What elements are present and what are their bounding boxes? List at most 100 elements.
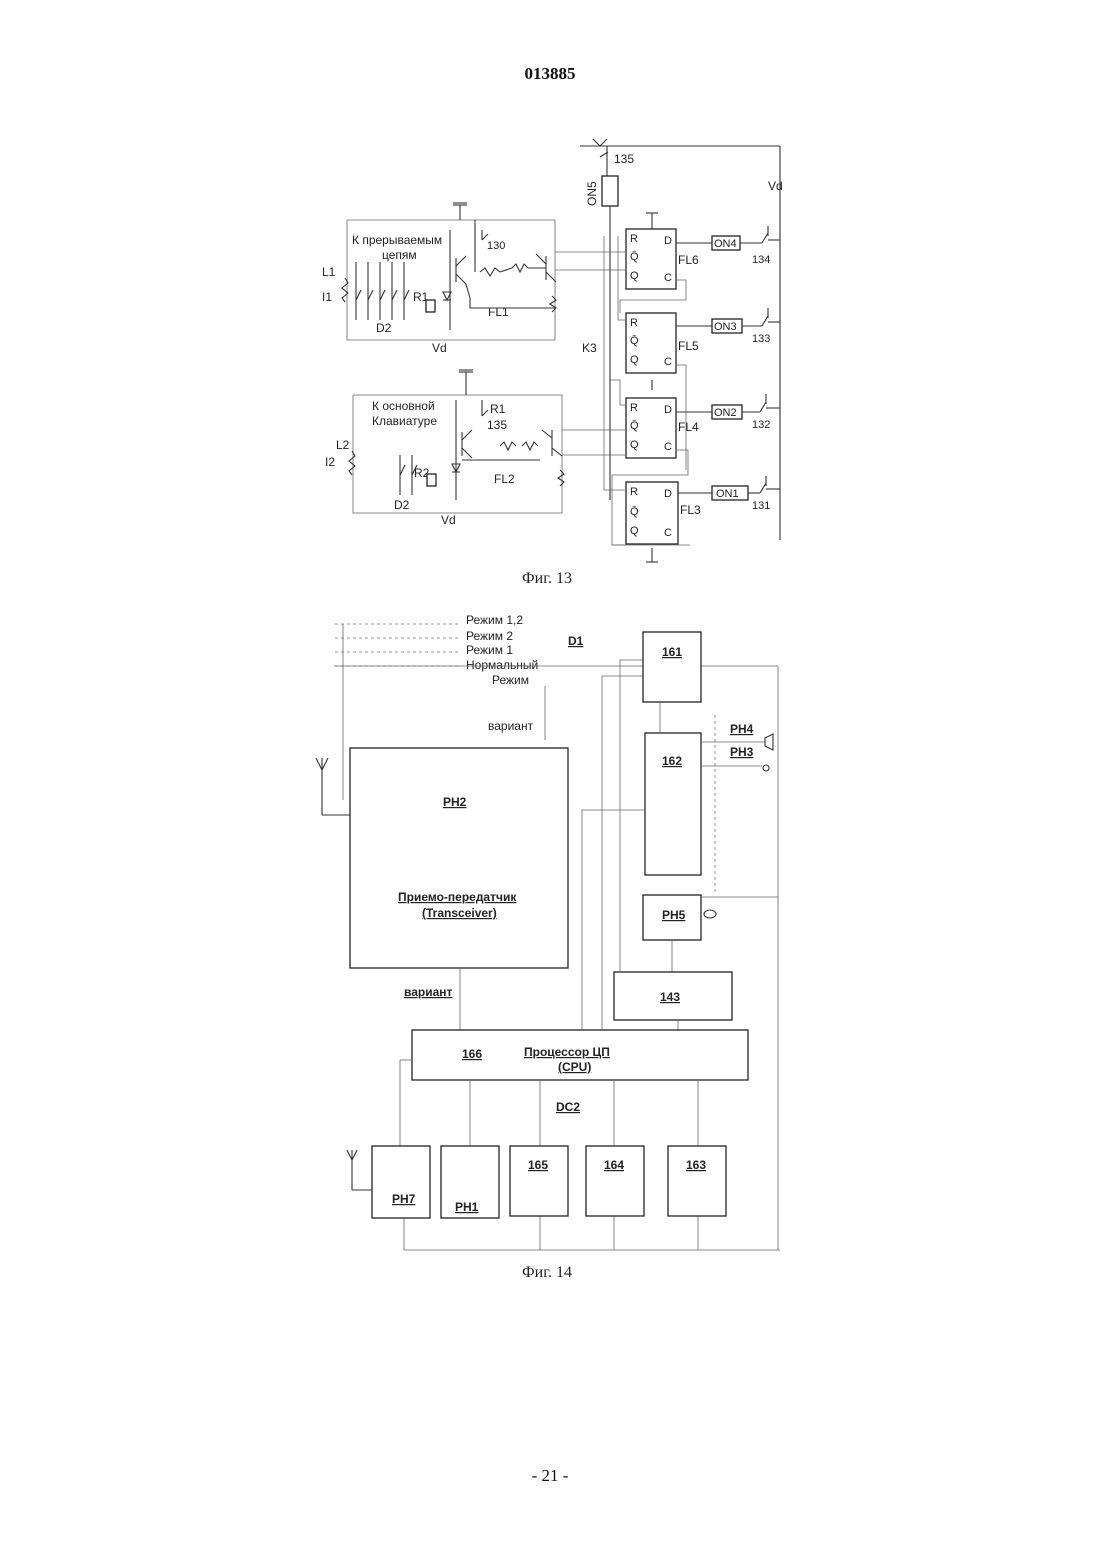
mode-label-3: Режим 1 bbox=[466, 643, 513, 657]
ff4-name: FL4 bbox=[678, 420, 699, 434]
transceiver-block: PH2 Приемо-передатчик (Transceiver) bbox=[350, 748, 568, 968]
cpu-block: 166 Процессор ЦП (CPU) bbox=[412, 1030, 748, 1080]
ff3-pin-qbar: Q̄ bbox=[630, 505, 639, 518]
block1-L-label: L1 bbox=[322, 265, 336, 279]
ph4-ph3-connectors: PH4 PH3 bbox=[701, 715, 773, 895]
ff6-pin-d: D bbox=[664, 235, 672, 247]
block1-D-label: D2 bbox=[376, 321, 392, 335]
ff6-pin-r: R bbox=[630, 233, 638, 245]
ff4-pin-d: D bbox=[664, 404, 672, 416]
ph7-label: PH7 bbox=[392, 1192, 416, 1206]
circuit-block-fl1: К прерываемым цепям L1 I1 R1 D2 FL1 Vd 1… bbox=[322, 203, 556, 355]
block1-title-line2: цепям bbox=[382, 248, 417, 262]
figure-13: К прерываемым цепям L1 I1 R1 D2 FL1 Vd 1… bbox=[322, 139, 783, 587]
block-ph1: PH1 bbox=[441, 1146, 499, 1218]
ff6-switch-label: 134 bbox=[752, 254, 770, 266]
block-162-label: 162 bbox=[662, 754, 682, 768]
top-switch-label: 135 bbox=[614, 152, 634, 166]
ff4-pin-r: R bbox=[630, 402, 638, 414]
flipflop-fl4: R D Q̄ Q C FL4 ON2 132 bbox=[626, 394, 780, 458]
block-164: 164 bbox=[586, 1146, 644, 1216]
bus-dc2-label: DC2 bbox=[556, 1100, 580, 1114]
block2-title-line1: К основной bbox=[372, 399, 435, 413]
mode-label-4: Нормальный bbox=[466, 658, 538, 672]
block-164-label: 164 bbox=[604, 1158, 624, 1172]
ph4-label: PH4 bbox=[730, 722, 754, 736]
block2-Vd-label: Vd bbox=[441, 513, 456, 527]
block-163: 163 bbox=[668, 1146, 726, 1216]
cpu-line2: (CPU) bbox=[558, 1060, 591, 1074]
block2-FL-label: FL2 bbox=[494, 472, 515, 486]
bus-d1-label: D1 bbox=[568, 634, 584, 648]
top-relay-label: ON5 bbox=[585, 181, 599, 206]
ff4-pin-q: Q bbox=[630, 439, 639, 451]
block2-title-line2: Клавиатуре bbox=[372, 414, 437, 428]
block-165: 165 bbox=[510, 1146, 568, 1216]
block2-Rtop-label: R1 bbox=[490, 402, 506, 416]
ff6-pin-qbar: Q̄ bbox=[630, 250, 639, 263]
block2-L-label: L2 bbox=[336, 438, 350, 452]
block2-switch-label: 135 bbox=[487, 418, 507, 432]
ff3-pin-q: Q bbox=[630, 525, 639, 537]
ff3-on-label: ON1 bbox=[716, 488, 739, 500]
block-161-label: 161 bbox=[662, 645, 682, 659]
antenna-bottom-icon bbox=[347, 1150, 372, 1190]
circuit-block-fl2: К основной Клавиатуре L2 I2 R1 135 R2 D2… bbox=[325, 370, 564, 527]
ff5-pin-r: R bbox=[630, 317, 638, 329]
ff4-pin-qbar: Q̄ bbox=[630, 419, 639, 432]
ff3-switch-label: 131 bbox=[752, 500, 770, 512]
ff3-name: FL3 bbox=[680, 503, 701, 517]
ph3-label: PH3 bbox=[730, 745, 754, 759]
ff3-pin-c: C bbox=[664, 527, 672, 539]
ff6-pin-q: Q bbox=[630, 270, 639, 282]
transceiver-id: PH2 bbox=[443, 795, 467, 809]
fig14-caption: Фиг. 14 bbox=[522, 1264, 572, 1281]
cpu-id: 166 bbox=[462, 1047, 482, 1061]
ff5-pin-q: Q bbox=[630, 354, 639, 366]
ph5-label: PH5 bbox=[662, 908, 686, 922]
ff3-pin-r: R bbox=[630, 486, 638, 498]
ff4-pin-c: C bbox=[664, 441, 672, 453]
block1-FL-label: FL1 bbox=[488, 305, 509, 319]
block1-title-line1: К прерываемым bbox=[352, 233, 442, 247]
block-162: 162 bbox=[645, 733, 701, 875]
flipflop-fl3: R D Q̄ Q C FL3 ON1 131 bbox=[626, 476, 780, 544]
ff6-pin-c: C bbox=[664, 272, 672, 284]
block-143: 143 bbox=[614, 972, 732, 1020]
ff4-switch-label: 132 bbox=[752, 419, 770, 431]
ff3-pin-d: D bbox=[664, 488, 672, 500]
top-Vd-label: Vd bbox=[768, 179, 783, 193]
ff5-switch-label: 133 bbox=[752, 333, 770, 345]
cpu-line1: Процессор ЦП bbox=[524, 1045, 610, 1059]
ff6-on-label: ON4 bbox=[714, 238, 737, 250]
flipflop-fl5: R Q̄ Q C FL5 ON3 133 bbox=[626, 308, 780, 373]
ff5-on-label: ON3 bbox=[714, 321, 737, 333]
block-ph5: PH5 bbox=[643, 895, 778, 940]
top-K-label: K3 bbox=[582, 341, 597, 355]
page-number: - 21 - bbox=[0, 1466, 1100, 1486]
block2-I-label: I2 bbox=[325, 455, 335, 469]
transceiver-line2: (Transceiver) bbox=[422, 906, 497, 920]
ff6-name: FL6 bbox=[678, 253, 699, 267]
ff4-on-label: ON2 bbox=[714, 407, 737, 419]
flipflop-fl6: R D Q̄ Q C FL6 ON4 134 bbox=[626, 226, 780, 289]
ff5-name: FL5 bbox=[678, 339, 699, 353]
transceiver-line1: Приемо-передатчик bbox=[398, 890, 517, 904]
block-163-label: 163 bbox=[686, 1158, 706, 1172]
mode-label-2: Режим 2 bbox=[466, 629, 513, 643]
variant-top-label: вариант bbox=[488, 719, 534, 733]
block2-D-label: D2 bbox=[394, 498, 410, 512]
mode-label-1: Режим 1,2 bbox=[466, 613, 523, 627]
ff5-pin-c: C bbox=[664, 356, 672, 368]
block1-switch-label: 130 bbox=[487, 240, 505, 252]
ph1-label: PH1 bbox=[455, 1200, 479, 1214]
block-ph7: PH7 bbox=[372, 1146, 430, 1218]
variant-bottom-label: вариант bbox=[404, 985, 453, 999]
fig13-caption: Фиг. 13 bbox=[522, 570, 572, 587]
ff5-pin-qbar: Q̄ bbox=[630, 334, 639, 347]
figure-14: Режим 1,2 Режим 2 Режим 1 Нормальный Реж… bbox=[316, 613, 780, 1281]
mode-label-tail: Режим bbox=[492, 673, 529, 687]
block-143-label: 143 bbox=[660, 990, 680, 1004]
antenna-icon bbox=[316, 758, 350, 815]
